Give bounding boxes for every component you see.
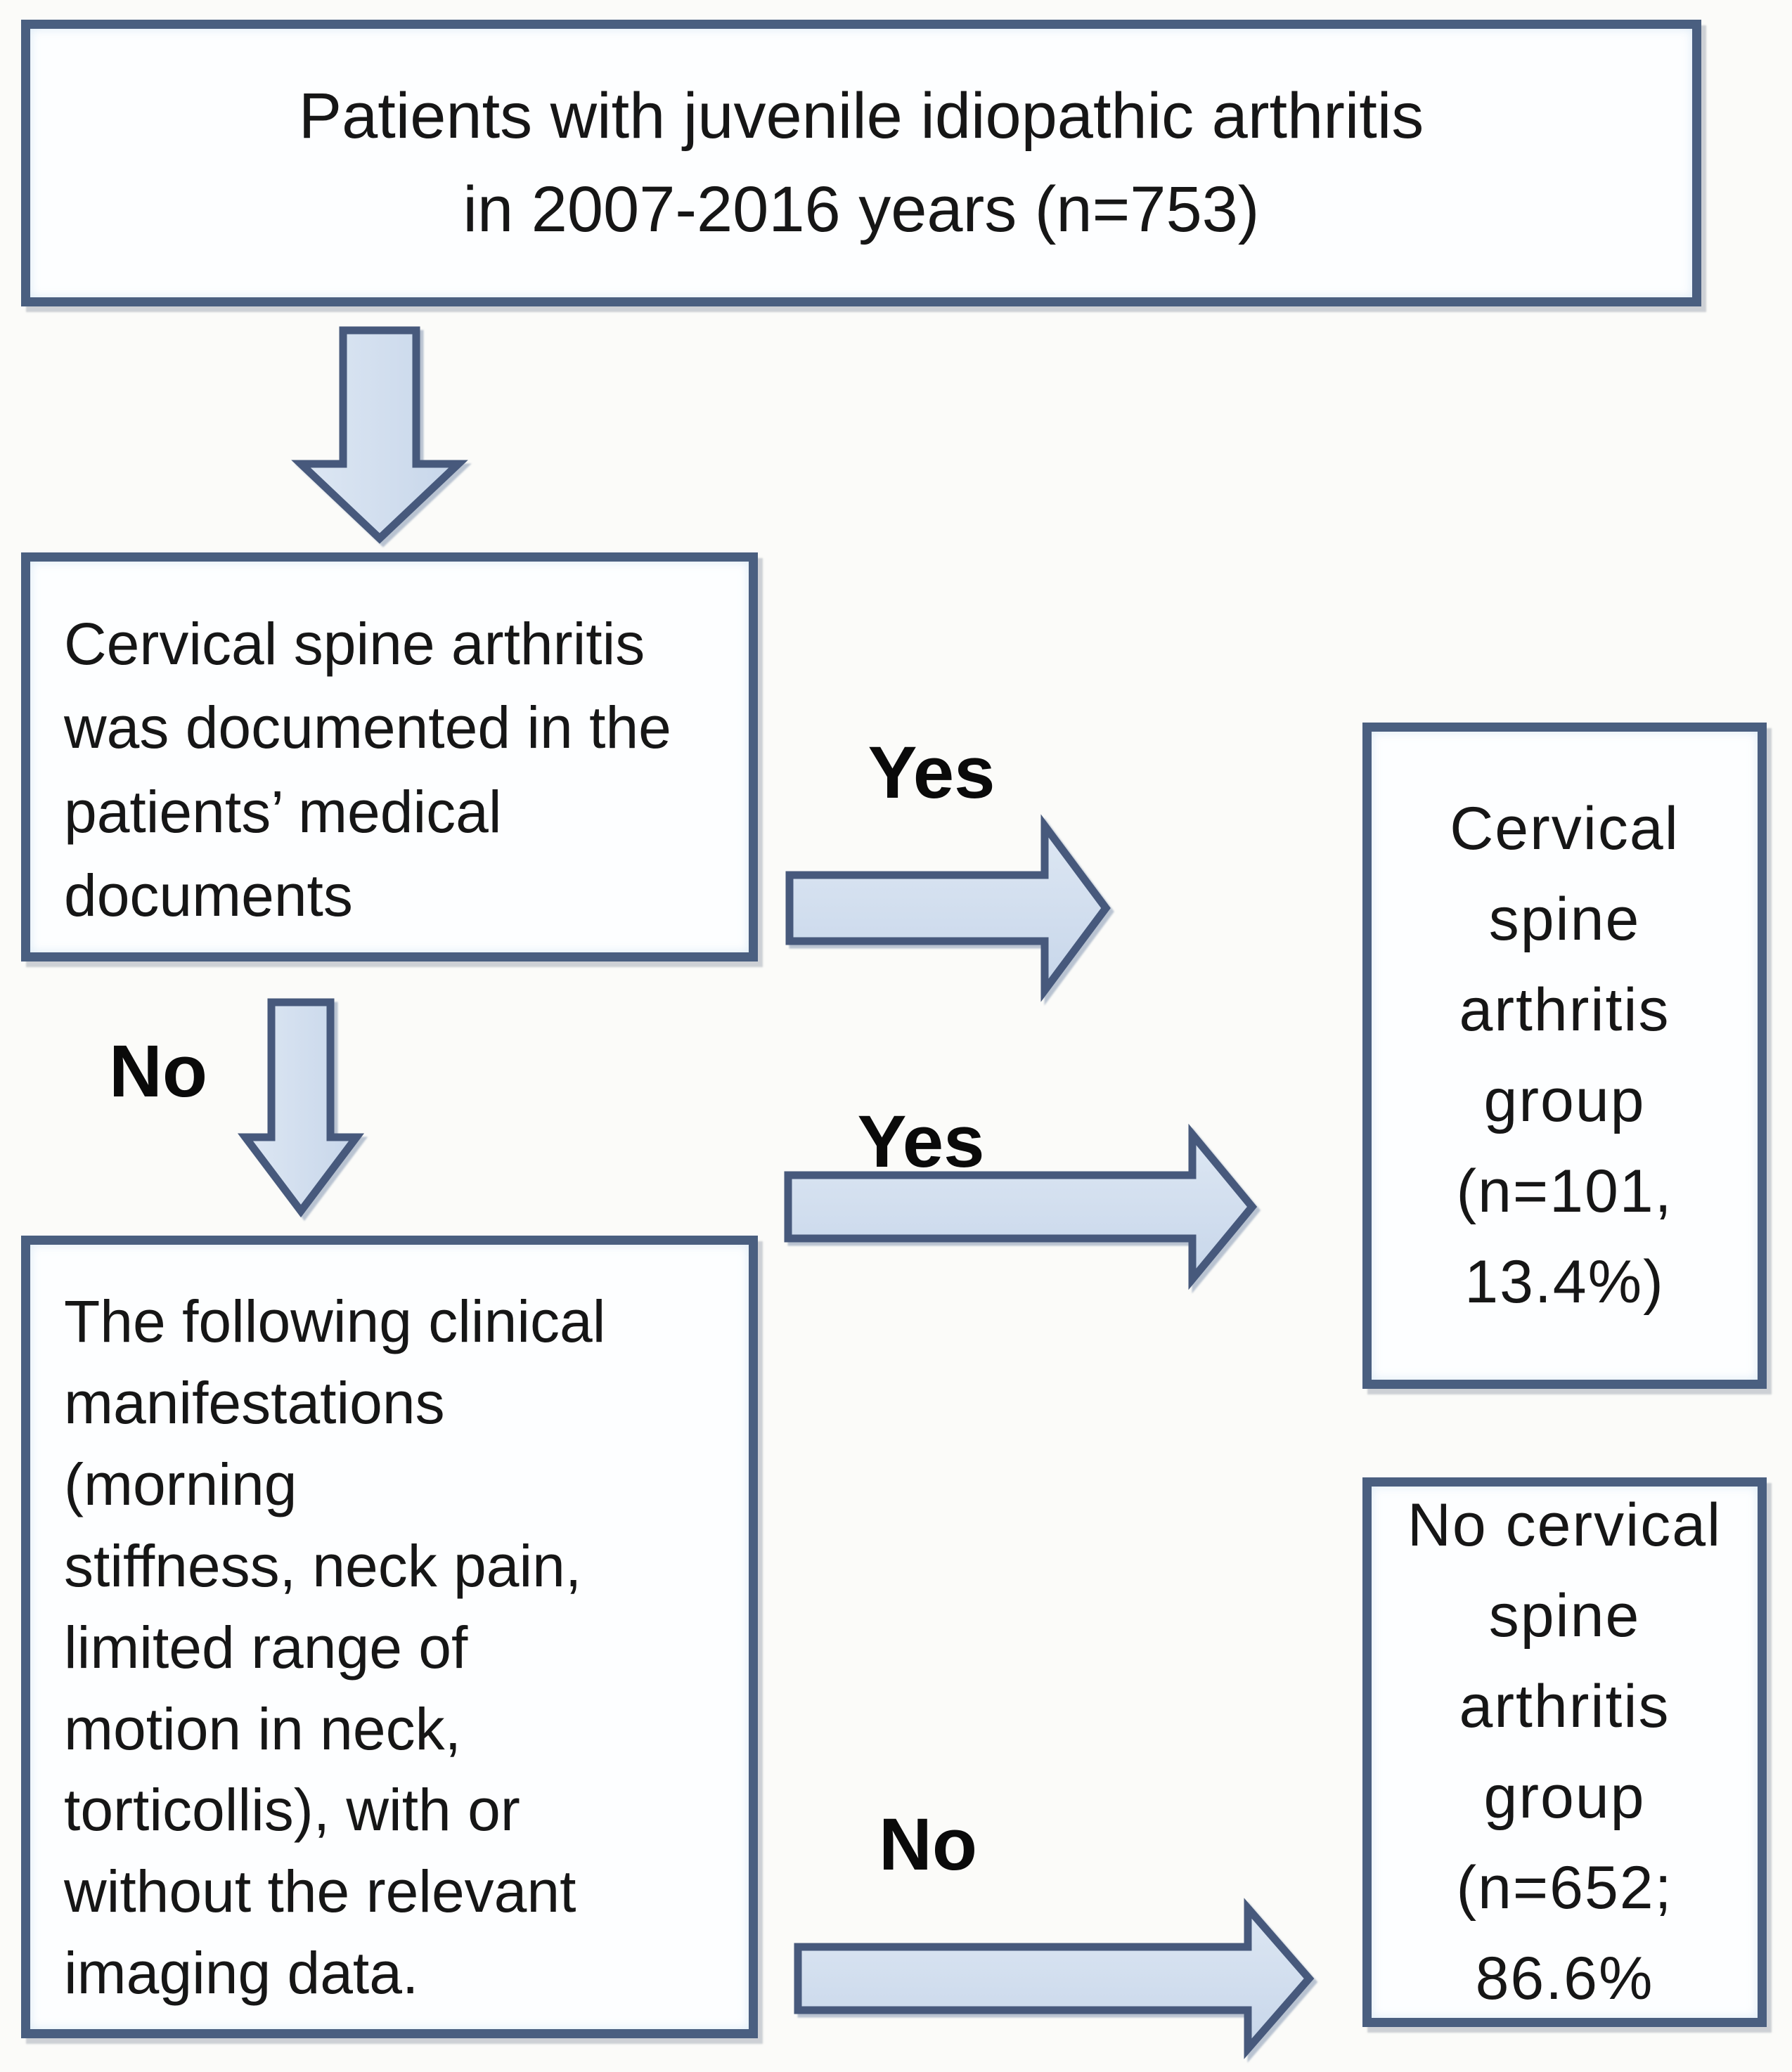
box-cervical-arthritis-group: Cervical spine arthritis group (n=101, 1… xyxy=(1362,723,1767,1389)
text-line: motion in neck, xyxy=(64,1695,461,1762)
branch-label-documented-no: No xyxy=(109,1030,207,1113)
text-line: in 2007-2016 years (n=753) xyxy=(463,174,1260,245)
branch-label-documented-yes: Yes xyxy=(868,732,995,814)
arrow-shape xyxy=(784,1123,1258,1290)
arrow-shape xyxy=(794,1898,1315,2059)
text-line: imaging data. xyxy=(64,1940,419,2007)
text-line: arthritis xyxy=(1459,976,1670,1044)
text-line: (morning xyxy=(64,1451,297,1517)
text-line: without the relevant xyxy=(64,1858,576,1925)
text-line: group xyxy=(1483,1067,1646,1134)
box-clinical-manifestations: The following clinical manifestations (m… xyxy=(21,1236,758,2038)
text-line: Cervical spine arthritis xyxy=(64,611,645,677)
text-line: Patients with juvenile idiopathic arthri… xyxy=(298,79,1424,152)
text-line: was documented in the xyxy=(64,694,671,761)
text-line: 13.4%) xyxy=(1464,1248,1665,1316)
arrow-shape xyxy=(237,998,365,1218)
box-documented-arthritis: Cervical spine arthritis was documented … xyxy=(21,552,758,961)
text-line: documents xyxy=(64,862,353,928)
text-line: No cervical xyxy=(1407,1491,1722,1559)
text-line: group xyxy=(1483,1763,1646,1831)
text-line: 86.6% xyxy=(1475,1945,1654,2012)
branch-label-clinical-no: No xyxy=(879,1804,977,1886)
text-line: The following clinical xyxy=(64,1288,606,1354)
text-line: stiffness, neck pain, xyxy=(64,1532,582,1599)
block-arrow-down-icon xyxy=(237,998,365,1218)
arrow-shape xyxy=(785,814,1111,1002)
branch-label-clinical-yes: Yes xyxy=(857,1101,985,1183)
arrow-shape xyxy=(291,326,468,544)
text-line: Cervical xyxy=(1450,795,1680,862)
text-line: patients’ medical xyxy=(64,778,502,845)
block-arrow-right-icon xyxy=(794,1898,1315,2059)
text-line: spine xyxy=(1488,1582,1641,1650)
text-line: (n=652; xyxy=(1456,1854,1673,1922)
block-arrow-down-icon xyxy=(291,326,468,544)
text-line: manifestations xyxy=(64,1369,445,1436)
block-arrow-right-icon xyxy=(785,814,1111,1002)
text-line: limited range of xyxy=(64,1614,468,1681)
text-line: torticollis), with or xyxy=(64,1777,520,1844)
box-no-cervical-arthritis-group: No cervical spine arthritis group (n=652… xyxy=(1362,1477,1767,2027)
box-patients-total: Patients with juvenile idiopathic arthri… xyxy=(21,20,1701,306)
text-line: arthritis xyxy=(1459,1673,1670,1740)
block-arrow-right-icon xyxy=(784,1123,1258,1290)
text-line: (n=101, xyxy=(1456,1158,1673,1225)
text-line: spine xyxy=(1488,886,1641,953)
